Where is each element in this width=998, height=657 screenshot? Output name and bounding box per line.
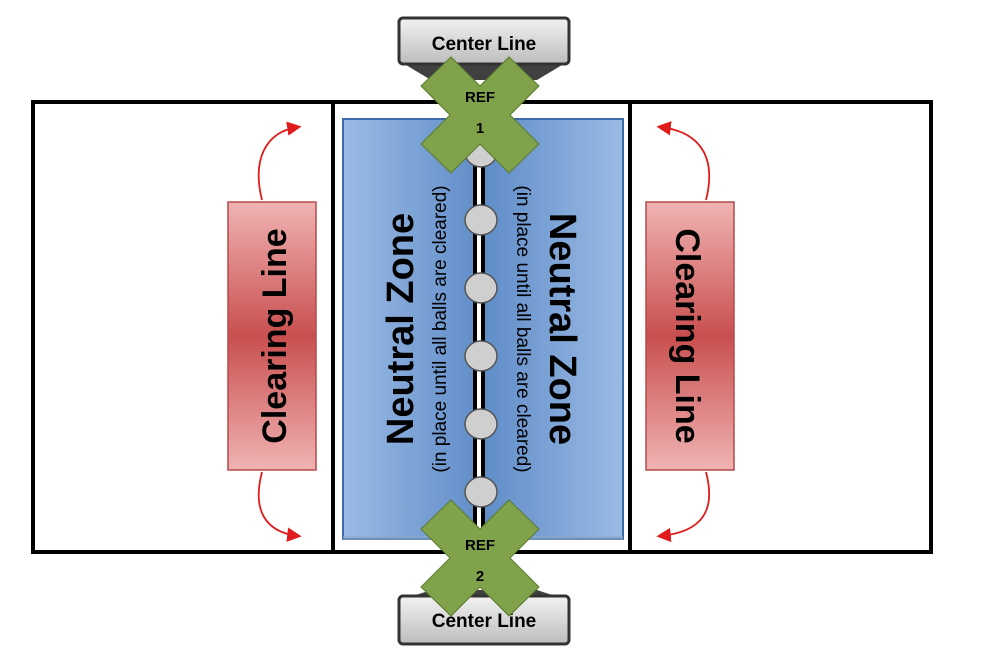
center-line-bottom-text: Center Line: [432, 611, 537, 632]
arrow-icon: [257, 121, 302, 201]
center-line: [473, 130, 485, 530]
center-line-top-text: Center Line: [432, 34, 537, 55]
clearing-line-left-label: Clearing Line: [256, 228, 294, 443]
green-x-marker-icon: [420, 56, 540, 174]
neutral-zone-note-left: (in place until all balls are cleared): [430, 185, 451, 472]
ball-icon: [464, 340, 498, 372]
green-x-marker-icon: [420, 499, 540, 617]
neutral-zone-title-right: Neutral Zone: [541, 213, 583, 445]
clearing-line-right: [645, 201, 735, 471]
ball-icon: [464, 408, 498, 440]
arrow-icon: [257, 471, 302, 542]
referee-1-abbr: REF: [465, 89, 495, 106]
center-line-label-top: Center Line: [397, 16, 571, 80]
arrow-icon: [656, 121, 711, 201]
referee-1-number: 1: [476, 120, 484, 137]
clearing-line-left: [227, 201, 317, 471]
ball-icon: [464, 272, 498, 304]
neutral-zone-note-right: (in place until all balls are cleared): [512, 185, 533, 472]
referee-2-marker: REF 2: [420, 499, 540, 617]
referee-1-marker: REF 1: [420, 56, 540, 174]
ball-icon: [464, 204, 498, 236]
referee-2-abbr: REF: [465, 537, 495, 554]
neutral-zone-title-left: Neutral Zone: [380, 213, 422, 445]
center-line-label-bottom: Center Line: [397, 590, 571, 646]
referee-2-number: 2: [476, 568, 484, 585]
ball-icon: [464, 476, 498, 508]
clearing-line-right-label: Clearing Line: [668, 228, 706, 443]
arrow-icon: [656, 471, 711, 543]
